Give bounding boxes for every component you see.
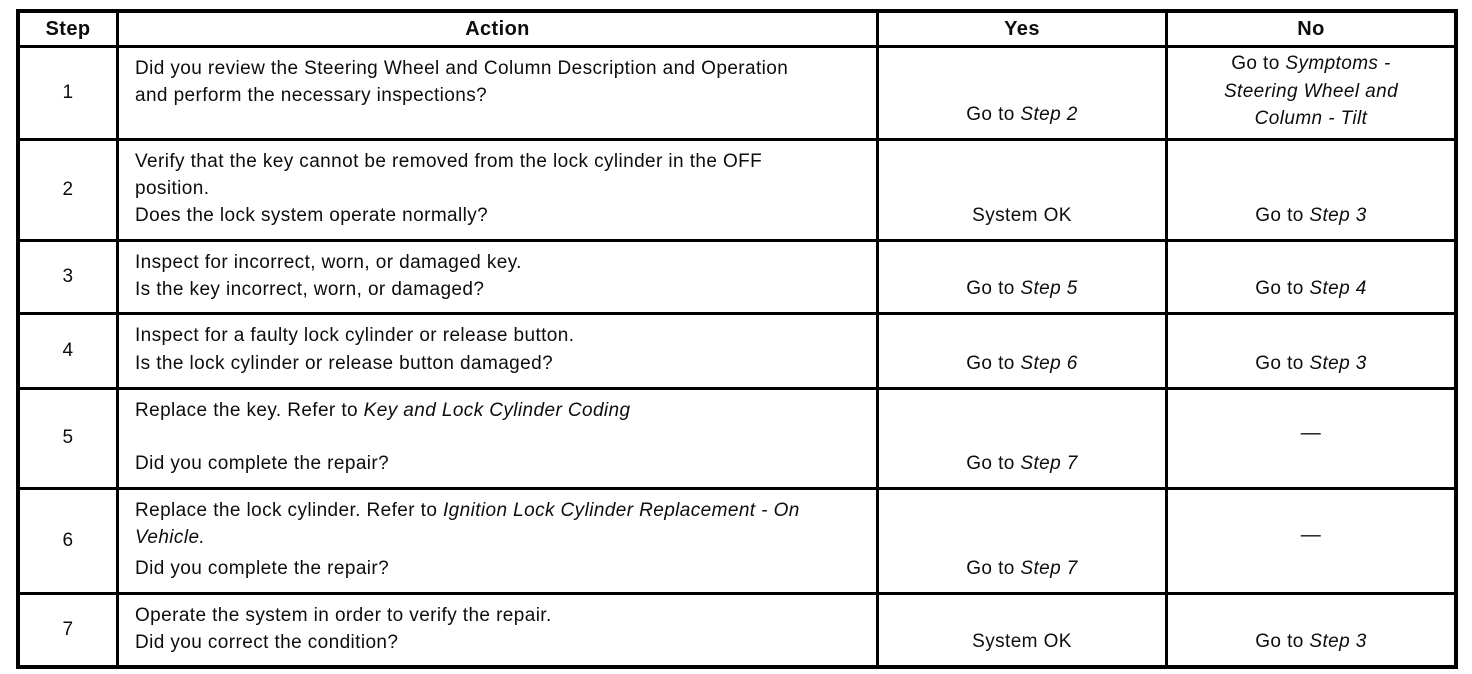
action-description: Operate the system in order to verify th… — [135, 605, 552, 626]
yes-cell: Go to Step 6 — [879, 315, 1165, 387]
column-header-no: No — [1168, 13, 1454, 45]
no-cell: Go to Symptoms - Steering Wheel and Colu… — [1168, 48, 1454, 138]
yes-cell-text: Go to Step 6 — [966, 353, 1078, 375]
action-question: Is the key incorrect, worn, or damaged? — [135, 278, 485, 300]
no-cell-text: Go to Step 3 — [1255, 205, 1367, 227]
action-description: Replace the key. Refer to Key and Lock C… — [135, 400, 631, 421]
no-cell: Go to Step 3 — [1168, 315, 1454, 387]
column-header-action: Action — [119, 13, 876, 45]
yes-cell-text: System OK — [972, 205, 1072, 227]
action-question: Does the lock system operate normally? — [135, 205, 489, 227]
step-cell: 4 — [20, 315, 116, 387]
no-cell: Go to Step 4 — [1168, 242, 1454, 312]
no-cell: Go to Step 3 — [1168, 141, 1454, 239]
action-description: Inspect for incorrect, worn, or damaged … — [135, 252, 522, 273]
column-header-step: Step — [20, 13, 116, 45]
action-description: Did you review the Steering Wheel and Co… — [135, 58, 789, 106]
no-cell-text: Go to Symptoms - Steering Wheel and Colu… — [1223, 53, 1399, 130]
action-cell: Verify that the key cannot be removed fr… — [119, 141, 876, 239]
no-cell: Go to Step 3 — [1168, 595, 1454, 665]
yes-cell: Go to Step 7 — [879, 390, 1165, 487]
step-cell: 3 — [20, 242, 116, 312]
action-cell: Replace the lock cylinder. Refer to Igni… — [119, 490, 876, 592]
yes-cell-text: Go to Step 2 — [966, 104, 1078, 126]
action-question: Is the lock cylinder or release button d… — [135, 353, 554, 375]
no-cell: — — [1168, 390, 1454, 487]
step-cell: 6 — [20, 490, 116, 592]
step-cell: 2 — [20, 141, 116, 239]
yes-cell-text: Go to Step 5 — [966, 278, 1078, 300]
action-question: Did you correct the condition? — [135, 631, 399, 653]
yes-cell: Go to Step 2 — [879, 48, 1165, 138]
action-question: Did you complete the repair? — [135, 558, 390, 580]
action-cell: Inspect for a faulty lock cylinder or re… — [119, 315, 876, 387]
step-cell: 7 — [20, 595, 116, 665]
column-header-yes: Yes — [879, 13, 1165, 45]
action-question: Did you complete the repair? — [135, 453, 390, 475]
yes-cell-text: Go to Step 7 — [966, 558, 1078, 580]
yes-cell: Go to Step 7 — [879, 490, 1165, 592]
action-description: Inspect for a faulty lock cylinder or re… — [135, 325, 575, 346]
no-cell: — — [1168, 490, 1454, 592]
action-description: Verify that the key cannot be removed fr… — [135, 151, 763, 199]
yes-cell-text: Go to Step 7 — [966, 453, 1078, 475]
yes-cell: Go to Step 5 — [879, 242, 1165, 312]
no-cell-text: Go to Step 3 — [1255, 353, 1367, 375]
no-cell-text: — — [1300, 524, 1322, 547]
yes-cell: System OK — [879, 595, 1165, 665]
action-cell: Inspect for incorrect, worn, or damaged … — [119, 242, 876, 312]
no-cell-text: — — [1300, 421, 1322, 444]
action-cell: Operate the system in order to verify th… — [119, 595, 876, 665]
yes-cell-text: System OK — [972, 631, 1072, 653]
no-cell-text: Go to Step 3 — [1255, 631, 1367, 653]
action-cell: Did you review the Steering Wheel and Co… — [119, 48, 876, 138]
yes-cell: System OK — [879, 141, 1165, 239]
action-description: Replace the lock cylinder. Refer to Igni… — [135, 500, 800, 548]
no-cell-text: Go to Step 4 — [1255, 278, 1367, 300]
action-cell: Replace the key. Refer to Key and Lock C… — [119, 390, 876, 487]
diagnostic-table: Step Action Yes No 1 Did you review the S… — [16, 9, 1458, 669]
step-cell: 5 — [20, 390, 116, 487]
step-cell: 1 — [20, 48, 116, 138]
